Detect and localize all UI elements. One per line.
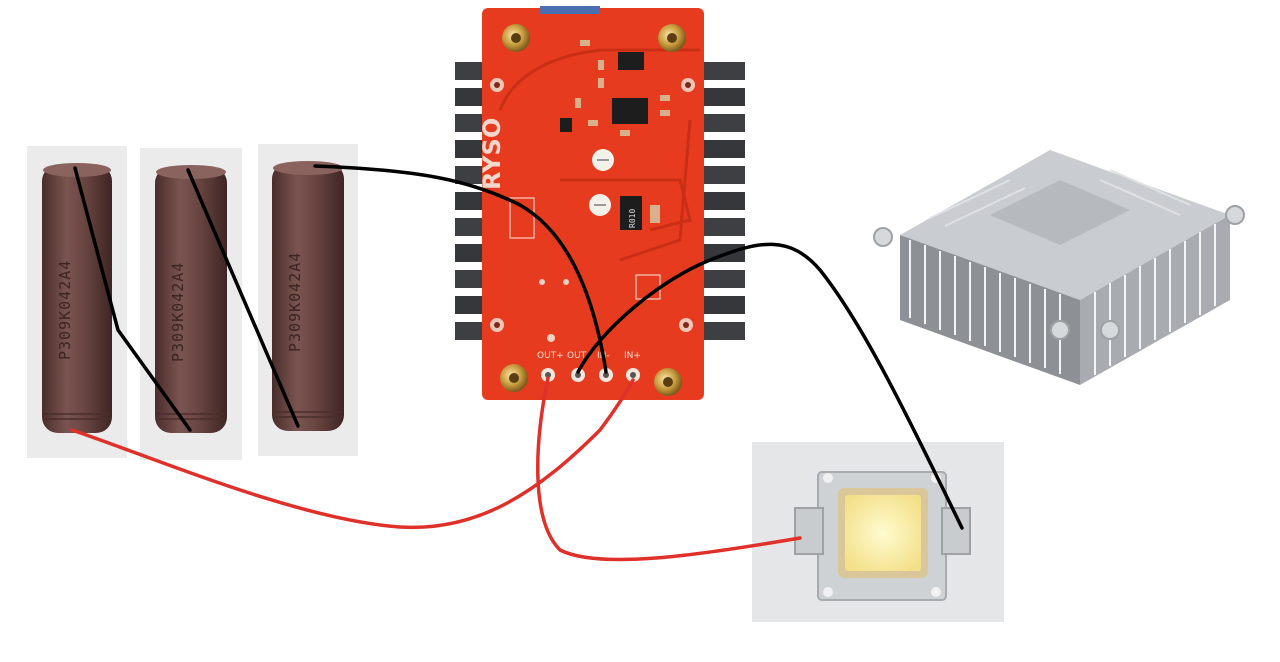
boost-converter-module: R010 RYSO OUT+ OUT- IN- IN+ <box>455 6 745 400</box>
controller-ic <box>612 98 648 124</box>
transistor <box>618 52 644 70</box>
battery-3: P309K042A4 <box>258 144 358 456</box>
battery-link-wire-2 <box>186 168 300 428</box>
pin-label: OUT- <box>567 351 589 361</box>
led-negative-wire <box>576 242 964 530</box>
battery-positive-wire <box>70 378 635 530</box>
led-emitter <box>845 495 921 571</box>
resistor-marking: R010 <box>628 209 637 228</box>
pcb-logo: RYSO <box>478 118 506 190</box>
wires <box>70 164 964 562</box>
battery-marking: P309K042A4 <box>56 260 74 360</box>
battery-2: P309K042A4 <box>140 148 242 460</box>
battery-marking: P309K042A4 <box>169 262 187 362</box>
heatsink <box>866 128 1252 410</box>
pin-label: OUT+ <box>537 351 564 361</box>
battery-marking: P309K042A4 <box>286 252 304 352</box>
pin-label: IN+ <box>624 351 641 361</box>
battery-link-wire-1 <box>73 166 192 432</box>
led-positive-wire <box>536 376 802 562</box>
led-chip <box>752 442 1004 622</box>
sense-resistor <box>620 196 642 230</box>
battery-negative-wire <box>313 164 608 374</box>
